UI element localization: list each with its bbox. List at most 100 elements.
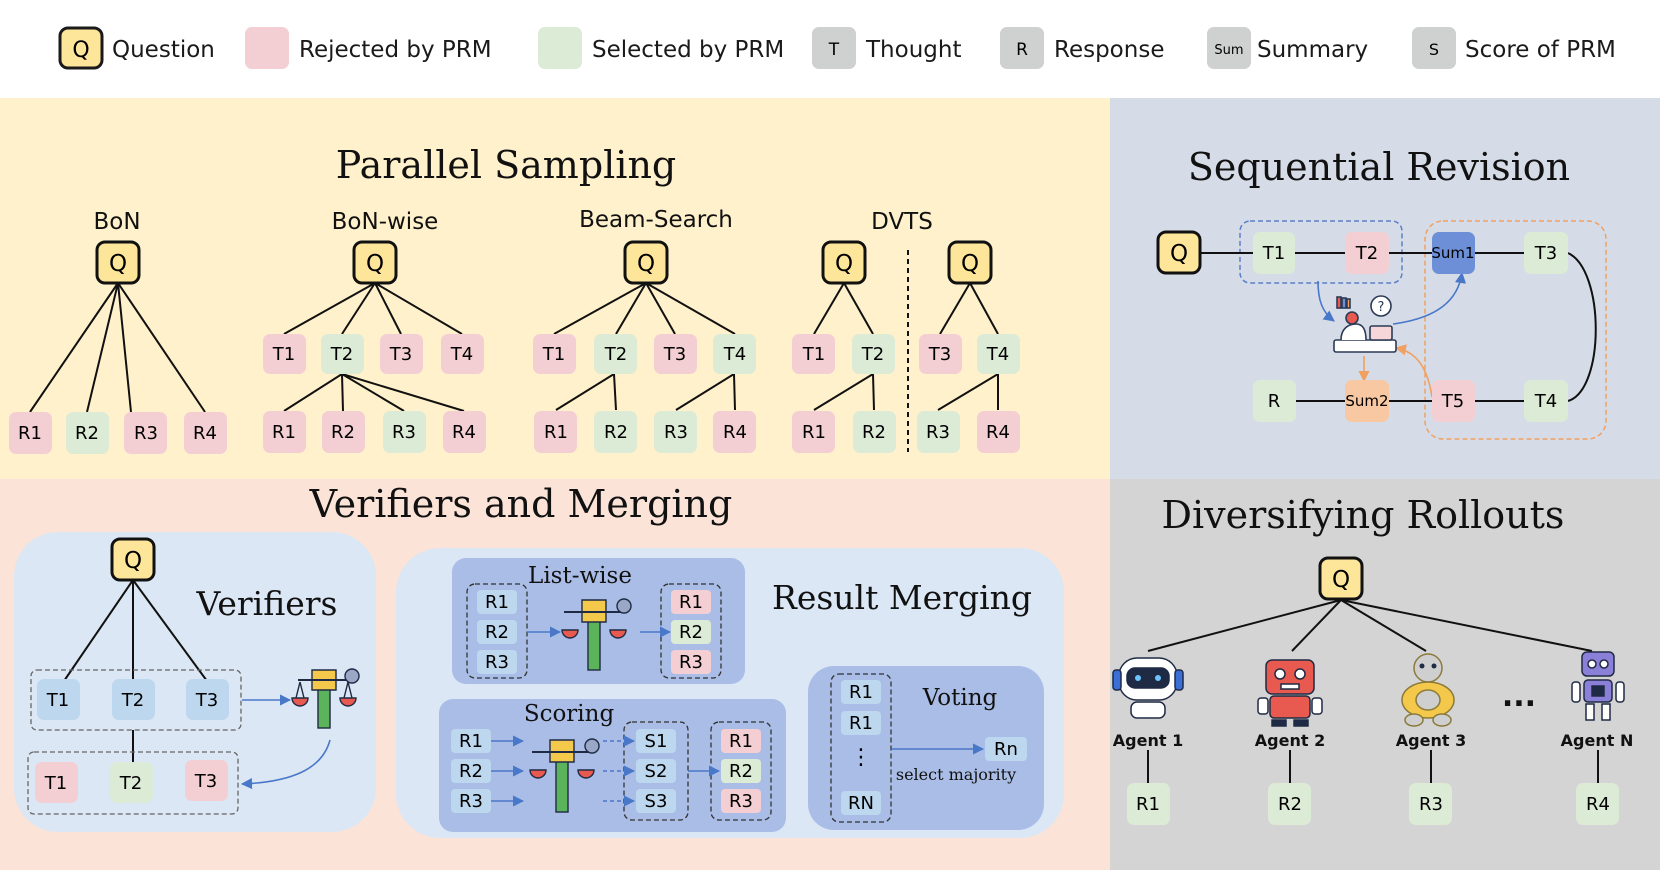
- dvts-question-node-right: Q: [947, 240, 993, 285]
- beam-r2-node: [594, 411, 637, 453]
- dvts-question-right-label: Q: [961, 251, 979, 277]
- response-swatch: [1000, 27, 1044, 69]
- sr-t4-node: [1524, 380, 1568, 422]
- lw-in-r2-label: R2: [485, 622, 509, 643]
- dvts-t4-label: T4: [986, 344, 1009, 365]
- sr-sum2-label: Sum2: [1345, 392, 1388, 410]
- legend-score-label: Score of PRM: [1465, 37, 1616, 63]
- ver-bot-t2-node: [110, 762, 153, 803]
- lw-in-r3-label: R3: [485, 652, 509, 673]
- bonwise-t4-node: [441, 334, 484, 374]
- sr-r-label: R: [1268, 391, 1281, 412]
- beam-t1-label: T1: [542, 344, 565, 365]
- legend-selected: Selected by PRM: [538, 27, 784, 69]
- robot-agent-1-icon: [1112, 657, 1184, 719]
- sr-t5-label: T5: [1441, 391, 1464, 412]
- bon-wise-responses: R1 R2 R3 R4: [263, 411, 486, 453]
- dr-r2-label: R2: [1278, 794, 1302, 815]
- summary-swatch-glyph: Sum: [1214, 43, 1243, 58]
- verifiers-nodes: T1 T2 T3 T1 T2 T3: [35, 679, 229, 803]
- dr-r1-node: [1127, 783, 1170, 825]
- bon-question-node: Q: [95, 240, 141, 285]
- beam-t2-label: T2: [604, 344, 627, 365]
- legend-response: R Response: [1000, 27, 1164, 69]
- ver-top-t3-label: T3: [195, 690, 218, 711]
- dvts-r3-node: [917, 411, 960, 453]
- sequential-revision-title: Sequential Revision: [1188, 145, 1570, 189]
- dvts-r1-node: [792, 411, 835, 453]
- lw-out-r2: [671, 620, 711, 644]
- legend-score: S Score of PRM: [1412, 27, 1616, 69]
- sr-r-node: [1253, 380, 1296, 422]
- bonwise-t1-label: T1: [272, 344, 295, 365]
- lw-out-r1: [671, 590, 711, 614]
- bon-wise-question-node: Q: [352, 240, 398, 285]
- sc-out-r3: [721, 789, 761, 813]
- bonwise-t3-node: [380, 334, 423, 374]
- beam-r2-label: R2: [604, 422, 628, 443]
- sr-nodes: T1 T2 Sum1 T3 R Sum2 T5 T4: [1253, 232, 1568, 422]
- verifiers-bottom-dashed-box: [27, 751, 239, 815]
- agent-3-label: Agent 3: [1396, 731, 1466, 750]
- lw-in-r3: [477, 650, 517, 674]
- sc-s3-label: S3: [645, 791, 668, 812]
- beam-t3-node: [654, 334, 697, 374]
- legend: Q Question Rejected by PRM Selected by P…: [58, 26, 1616, 70]
- sr-t5-node: [1432, 380, 1475, 422]
- sc-in-r1: [451, 729, 491, 753]
- result-merging-title: Result Merging: [772, 578, 1032, 617]
- sr-t2-label: T2: [1355, 243, 1378, 264]
- voting-input-dashed: [830, 673, 892, 823]
- sc-out-r1-label: R1: [729, 731, 753, 752]
- reviser-person-icon: ?: [1333, 295, 1397, 353]
- dvts-t1-node: [792, 334, 835, 374]
- ver-top-t2-node: [112, 679, 155, 720]
- bonwise-r1-label: R1: [272, 422, 296, 443]
- dr-edges: [1147, 599, 1599, 783]
- beam-responses: R1 R2 R3 R4: [534, 411, 756, 453]
- question-swatch-glyph: Q: [72, 38, 89, 63]
- bonwise-r4-label: R4: [452, 422, 476, 443]
- sc-in-r1-label: R1: [459, 731, 483, 752]
- thought-swatch: [812, 27, 856, 69]
- sr-sum1-node: [1432, 232, 1475, 274]
- dr-r3-label: R3: [1419, 794, 1443, 815]
- dvts-responses: R1 R2 R3 R4: [792, 411, 1020, 453]
- bon-r3-label: R3: [134, 423, 158, 444]
- dvts-title: DVTS: [871, 209, 933, 235]
- dvts-r2-label: R2: [862, 422, 886, 443]
- sc-s3: [636, 789, 676, 813]
- selected-swatch: [538, 27, 582, 69]
- verifiers-question-label: Q: [124, 548, 142, 574]
- sr-question-node: Q: [1156, 230, 1202, 275]
- bon-title: BoN: [93, 209, 140, 235]
- sc-s2: [636, 759, 676, 783]
- beam-r3-node: [654, 411, 697, 453]
- bonwise-r2-label: R2: [331, 422, 355, 443]
- bon-question-label: Q: [109, 251, 127, 277]
- vt-out-rn: [985, 737, 1027, 761]
- svg-text:?: ?: [1378, 300, 1385, 315]
- lw-out-r3-label: R3: [679, 652, 703, 673]
- beam-question-node: Q: [623, 240, 669, 285]
- agent-labels: Agent 1 Agent 2 Agent 3 Agent N: [1113, 731, 1634, 750]
- lw-in-r2: [477, 620, 517, 644]
- vt-in-2: [841, 711, 881, 735]
- judge-scale-icon: [291, 668, 360, 729]
- dvts-r1-label: R1: [802, 422, 826, 443]
- robot-agent-3-icon: [1401, 653, 1455, 727]
- list-wise-input-dashed: [466, 583, 528, 679]
- dr-r2-node: [1268, 783, 1311, 825]
- dvts-t2-label: T2: [861, 344, 884, 365]
- vt-ellipsis-label: ⋮: [850, 745, 872, 770]
- dvts-r2-node: [853, 411, 896, 453]
- ver-bot-t3-node: [185, 760, 228, 801]
- parallel-sampling-title: Parallel Sampling: [336, 143, 677, 187]
- bonwise-t2-label: T2: [330, 344, 353, 365]
- bon-r1-node: [9, 412, 52, 454]
- bon-r2-node: [66, 412, 109, 454]
- dvts-r4-node: [977, 411, 1020, 453]
- vt-in-n-label: RN: [848, 793, 874, 814]
- bon-r3-node: [124, 412, 167, 454]
